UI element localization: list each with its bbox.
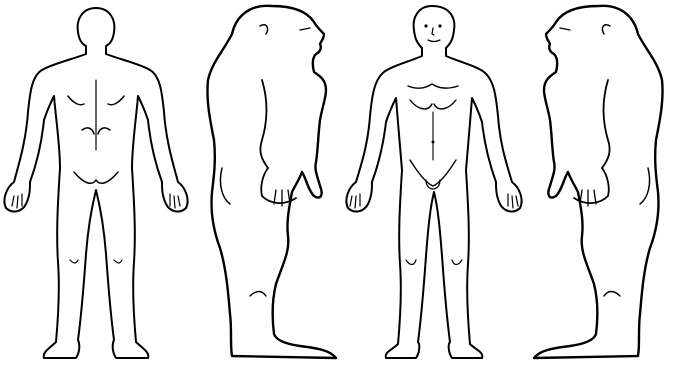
body-side-view-left-icon <box>534 6 663 358</box>
body-front-view-icon <box>346 6 521 358</box>
body-back-view-icon <box>4 8 187 358</box>
body-side-view-right-icon <box>207 6 336 358</box>
